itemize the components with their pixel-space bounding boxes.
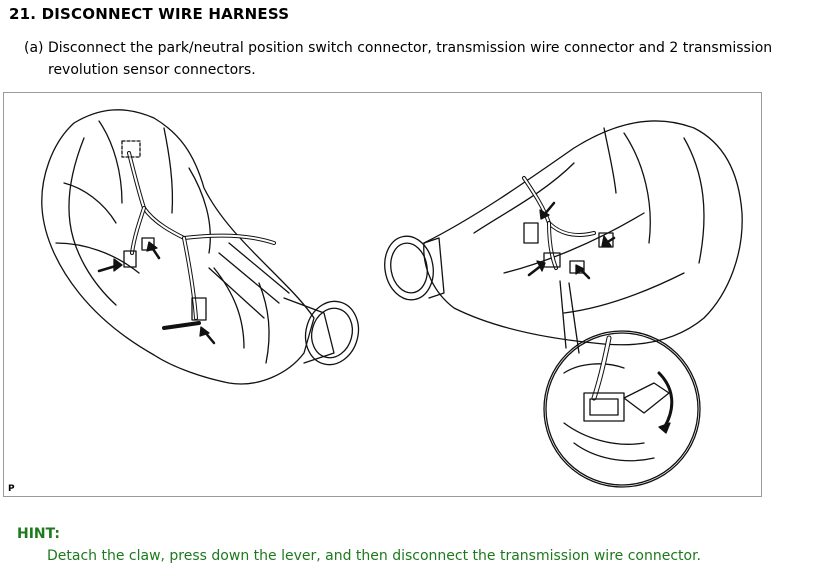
instruction-text: (a) Disconnect the park/neutral position…: [24, 37, 834, 81]
instruction-line-1: (a) Disconnect the park/neutral position…: [24, 40, 773, 56]
figure-code: P: [8, 484, 15, 494]
hint-text: Detach the claw, press down the lever, a…: [47, 548, 701, 564]
left-transmission-drawing: [41, 109, 360, 385]
hint-label: HINT:: [17, 526, 61, 542]
illustration-figure: P: [3, 92, 762, 497]
step-title: 21. DISCONNECT WIRE HARNESS: [9, 5, 290, 23]
right-transmission-drawing: [384, 120, 743, 488]
transmission-illustration: [41, 109, 743, 488]
instruction-line-2: revolution sensor connectors.: [48, 62, 256, 78]
